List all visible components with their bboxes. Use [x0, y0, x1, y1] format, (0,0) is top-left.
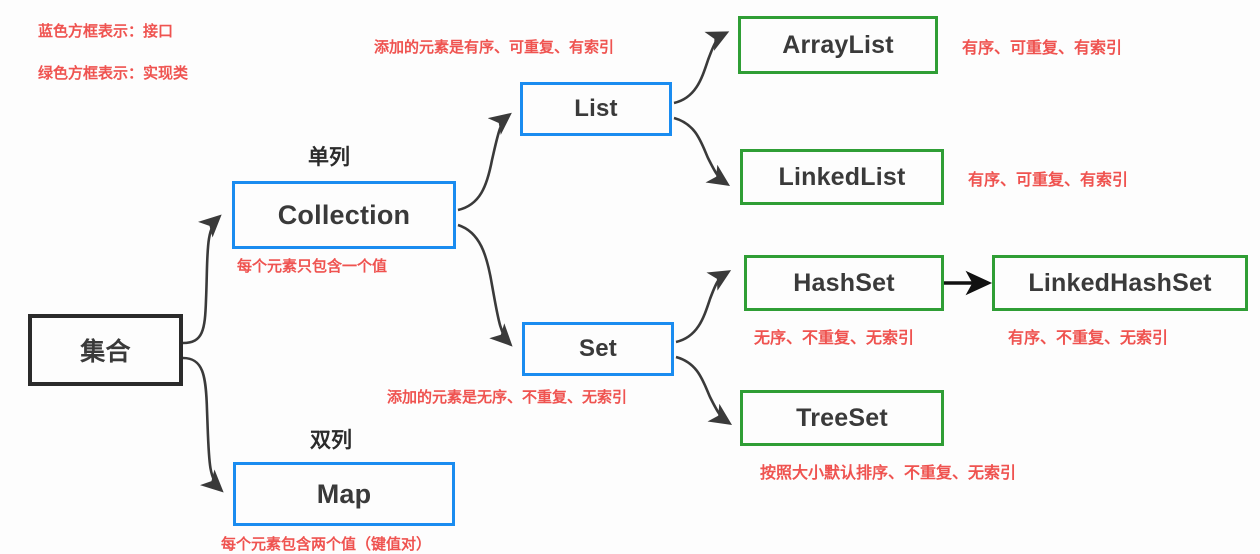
node-treeset[interactable]: TreeSet — [740, 390, 944, 446]
annotation-arraylist: 有序、可重复、有索引 — [962, 38, 1123, 57]
node-root-collection[interactable]: 集合 — [28, 314, 183, 386]
node-collection[interactable]: Collection — [232, 181, 456, 249]
node-hashset[interactable]: HashSet — [744, 255, 944, 311]
edge-collection-to-set — [457, 223, 513, 347]
legend-implementation-line: 绿色方框表示：实现类 — [38, 64, 189, 82]
edge-collection-to-list — [457, 112, 512, 212]
edge-root-to-map — [182, 356, 224, 493]
edge-set-to-treeset — [675, 355, 733, 426]
node-map[interactable]: Map — [233, 462, 455, 526]
annotation-linkedhashset: 有序、不重复、无索引 — [1008, 328, 1169, 347]
caption-collection-single-column: 单列 — [308, 145, 350, 169]
node-linkedlist[interactable]: LinkedList — [740, 149, 944, 205]
node-set[interactable]: Set — [522, 322, 674, 376]
annotation-map: 每个元素包含两个值（键值对） — [221, 535, 432, 553]
annotation-hashset: 无序、不重复、无索引 — [754, 328, 915, 347]
node-list[interactable]: List — [520, 82, 672, 136]
annotation-collection: 每个元素只包含一个值 — [237, 257, 388, 275]
edge-list-to-arraylist — [673, 31, 730, 105]
edge-root-to-collection — [182, 214, 222, 345]
legend-interface-line: 蓝色方框表示：接口 — [38, 22, 174, 40]
annotation-list: 添加的元素是有序、可重复、有索引 — [374, 38, 615, 56]
annotation-treeset: 按照大小默认排序、不重复、无索引 — [760, 463, 1017, 482]
annotation-set: 添加的元素是无序、不重复、无索引 — [387, 388, 628, 406]
edge-set-to-hashset — [675, 270, 732, 344]
caption-map-double-column: 双列 — [310, 428, 352, 452]
node-linkedhashset[interactable]: LinkedHashSet — [992, 255, 1248, 311]
node-arraylist[interactable]: ArrayList — [738, 16, 938, 74]
edge-list-to-linkedlist — [673, 116, 731, 187]
annotation-linkedlist: 有序、可重复、有索引 — [968, 170, 1129, 189]
